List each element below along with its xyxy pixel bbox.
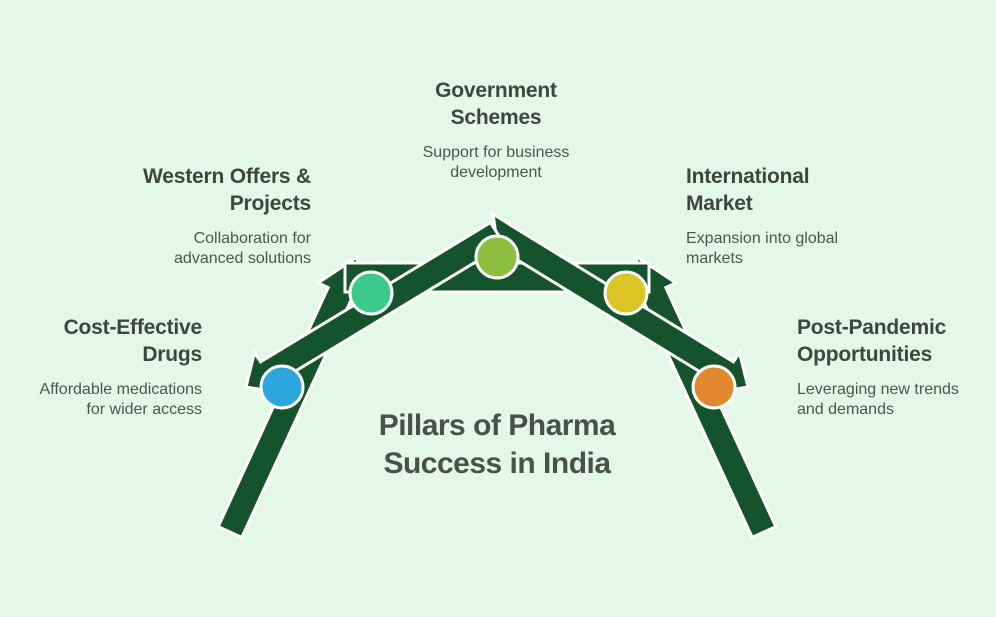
- pillar-body-line: for wider access: [86, 401, 202, 418]
- pillar-dot-international-market: [603, 270, 649, 316]
- pillar-heading: Western Offers & Projects: [61, 163, 311, 217]
- page-title-line: Pillars of Pharma: [378, 409, 616, 442]
- pillar-heading-line: Market: [686, 192, 753, 215]
- pillar-heading-line: Drugs: [142, 343, 202, 366]
- pillar-body-line: Collaboration for: [193, 230, 311, 247]
- pillar-body-line: Expansion into global: [686, 230, 839, 247]
- pillar-body-line: Affordable medications: [39, 381, 202, 398]
- pillar-heading-line: Cost-Effective: [63, 316, 203, 339]
- pillar-label-post-pandemic-opportunities: Post-Pandemic Opportunities Leveraging n…: [797, 314, 996, 420]
- pillar-body: Collaboration for advanced solutions: [61, 229, 311, 269]
- pillar-heading-line: Opportunities: [797, 343, 933, 366]
- pillar-heading-line: Schemes: [450, 106, 542, 129]
- pillar-body: Expansion into global markets: [686, 229, 936, 269]
- pillar-dot-government-schemes: [474, 234, 520, 280]
- pillar-body-line: Support for business: [422, 144, 570, 161]
- pillar-heading: International Market: [686, 163, 936, 217]
- pillar-dot-cost-effective-drugs: [259, 364, 305, 410]
- pillar-label-international-market: International Market Expansion into glob…: [686, 163, 936, 269]
- pillar-dot-post-pandemic-opportunities: [691, 364, 737, 410]
- pillar-heading-line: Post-Pandemic: [797, 316, 947, 339]
- pillar-body-line: advanced solutions: [174, 250, 311, 267]
- pillar-body: Leveraging new trends and demands: [797, 380, 996, 420]
- pillar-heading: Government Schemes: [376, 77, 616, 131]
- page-title: Pillars of Pharma Success in India: [297, 407, 697, 483]
- pillar-dot-western-offers-projects: [348, 270, 394, 316]
- pillar-heading-line: Western Offers &: [143, 165, 311, 188]
- pillar-body-line: markets: [686, 250, 743, 267]
- pillar-body: Affordable medications for wider access: [0, 380, 202, 420]
- pillar-body: Support for business development: [376, 143, 616, 183]
- pillar-body-line: Leveraging new trends: [797, 381, 959, 398]
- pillar-heading: Post-Pandemic Opportunities: [797, 314, 996, 368]
- pillar-heading-line: Government: [435, 79, 557, 102]
- pillar-body-line: development: [450, 164, 542, 181]
- pillar-heading-line: Projects: [229, 192, 311, 215]
- page-title-line: Success in India: [383, 447, 611, 480]
- pillar-label-western-offers-projects: Western Offers & Projects Collaboration …: [61, 163, 311, 269]
- pillar-heading-line: International: [686, 165, 810, 188]
- pillar-heading: Cost-Effective Drugs: [0, 314, 203, 368]
- pillar-label-cost-effective-drugs: Cost-Effective Drugs Affordable medicati…: [0, 314, 203, 420]
- pillar-body-line: and demands: [797, 401, 894, 418]
- pillar-label-government-schemes: Government Schemes Support for business …: [376, 77, 616, 183]
